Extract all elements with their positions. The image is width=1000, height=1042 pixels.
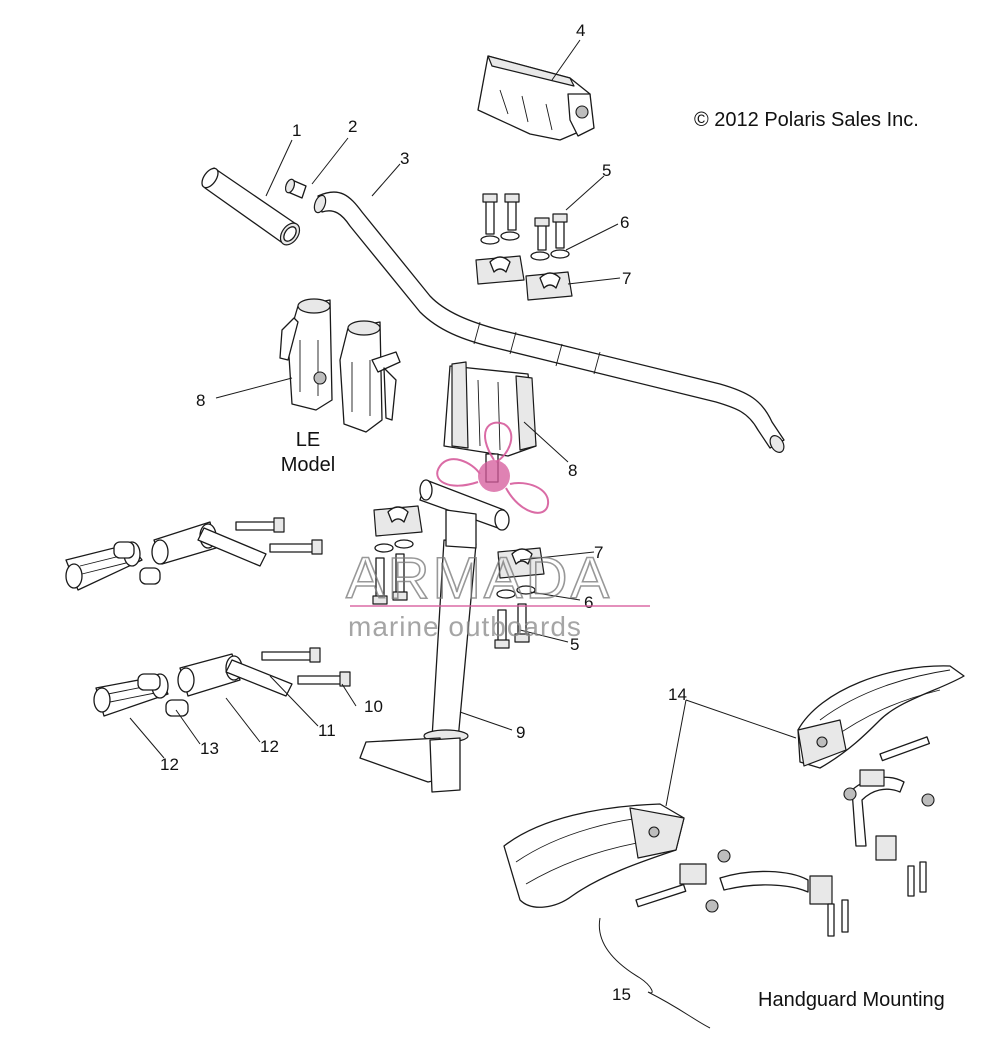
callout-5-upper: 5 bbox=[602, 161, 611, 180]
callout-7-upper: 7 bbox=[622, 269, 631, 288]
callout-1: 1 bbox=[292, 121, 301, 140]
callout-10: 10 bbox=[364, 697, 383, 716]
part-8-riser bbox=[443, 361, 537, 483]
callout-8-riser: 8 bbox=[568, 461, 577, 480]
leader-lines bbox=[129, 39, 797, 1029]
callout-15: 15 bbox=[612, 985, 631, 1004]
part-7-clamps-upper bbox=[475, 255, 573, 301]
part-14-handguard-left bbox=[503, 803, 685, 908]
copyright-text: © 2012 Polaris Sales Inc. bbox=[694, 109, 919, 131]
watermark: ARMADA marine outboards bbox=[345, 421, 650, 642]
callout-11: 11 bbox=[318, 721, 336, 740]
part-2-bushing bbox=[284, 178, 307, 199]
callout-6-lower: 6 bbox=[584, 593, 593, 612]
part-9-steering-post bbox=[359, 479, 510, 793]
part-14-handguard-right bbox=[797, 665, 965, 769]
riser-block-group-lower bbox=[93, 647, 351, 717]
callout-5-lower: 5 bbox=[570, 635, 579, 654]
callout-14: 14 bbox=[668, 685, 687, 704]
callout-6-upper: 6 bbox=[620, 213, 629, 232]
le-model-line-1: LE bbox=[296, 429, 320, 451]
callout-3: 3 bbox=[400, 149, 409, 168]
watermark-brand: ARMADA bbox=[346, 546, 612, 611]
part-7-clamps-lower bbox=[373, 505, 545, 579]
part-3-handlebar bbox=[313, 191, 785, 453]
part-8-le-risers bbox=[279, 298, 401, 433]
callout-8-le: 8 bbox=[196, 391, 205, 410]
callout-9: 9 bbox=[516, 723, 525, 742]
le-model-line-2: Model bbox=[281, 454, 335, 476]
part-6-washers-upper bbox=[480, 231, 570, 261]
callouts: 1 2 3 4 5 6 7 8 8 7 6 5 9 10 11 12 13 12… bbox=[160, 21, 687, 1004]
part-1-grip bbox=[201, 167, 301, 246]
part-5-bolts-lower bbox=[372, 553, 530, 649]
callout-13: 13 bbox=[200, 739, 219, 758]
part-15-mount-hardware bbox=[635, 736, 935, 937]
callout-7-lower: 7 bbox=[594, 543, 603, 562]
watermark-logo bbox=[436, 421, 550, 514]
part-5-bolts-upper bbox=[482, 193, 568, 251]
watermark-tagline: marine outboards bbox=[348, 611, 582, 642]
part-4-bar-pad bbox=[477, 55, 595, 141]
callout-12-right: 12 bbox=[260, 737, 279, 756]
callout-12-left: 12 bbox=[160, 755, 179, 774]
callout-4: 4 bbox=[576, 21, 585, 40]
handguard-mounting-label: Handguard Mounting bbox=[758, 989, 945, 1011]
callout-2: 2 bbox=[348, 117, 357, 136]
riser-block-group-upper bbox=[65, 517, 323, 591]
